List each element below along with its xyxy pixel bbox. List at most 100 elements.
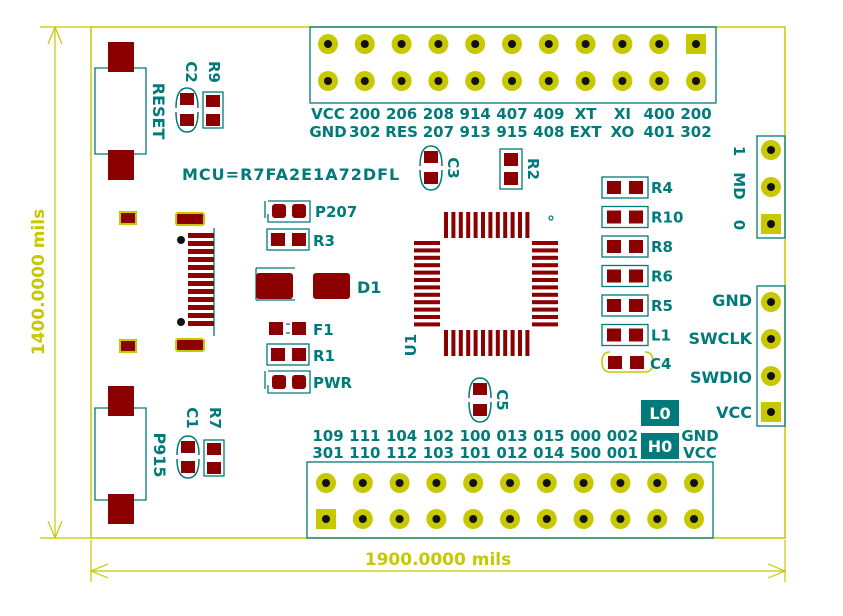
- md-header-pin: [761, 177, 781, 197]
- bottom-header-label: 013: [496, 427, 527, 445]
- p207-led: [264, 200, 311, 223]
- swd-header-pin: [761, 402, 781, 422]
- c3-capacitor: [419, 145, 443, 191]
- top-header-pins: [318, 34, 706, 91]
- u1-pin: [532, 315, 558, 319]
- c3-label: C3: [444, 157, 462, 178]
- bottom-header-label: 002: [607, 427, 638, 445]
- u1-pin: [414, 270, 440, 275]
- header-pin: [391, 34, 412, 54]
- f1-fuse: [269, 322, 306, 335]
- u1-pin: [518, 212, 522, 238]
- top-header-label: RES: [385, 123, 418, 141]
- u1-mcu: [414, 212, 558, 356]
- md-header-pin: [761, 214, 781, 234]
- header-pin: [647, 509, 668, 529]
- swd-header-pin: [761, 366, 781, 386]
- swd-header-pins: [761, 292, 781, 422]
- bottom-header-label: 001: [607, 444, 638, 462]
- header-pin: [463, 509, 484, 529]
- swd-label-vcc: VCC: [716, 403, 752, 422]
- header-pin: [575, 34, 596, 54]
- bottom-header-label: GND: [681, 427, 718, 445]
- md-label-1: 1: [730, 146, 748, 156]
- top-header-label: GND: [309, 123, 346, 141]
- header-pin: [463, 473, 484, 493]
- u1-pin: [525, 330, 530, 356]
- header-pin: [465, 71, 486, 91]
- u1-pin: [532, 285, 558, 290]
- md-label-md: MD: [730, 172, 748, 199]
- top-header-label: XT: [575, 105, 598, 123]
- reset-label: RESET: [149, 83, 168, 140]
- r3-resistor: [266, 228, 310, 251]
- swd-header-pin: [761, 329, 781, 349]
- right-column-label: R8: [651, 238, 673, 256]
- usb-pin: [188, 281, 214, 286]
- usb-pin: [188, 265, 214, 270]
- bottom-header-label: 112: [386, 444, 417, 462]
- bottom-header-label: 102: [423, 427, 454, 445]
- top-header-label: 914: [460, 105, 491, 123]
- top-header-label: 409: [533, 105, 564, 123]
- u1-pin: [503, 212, 508, 238]
- top-header-label: 207: [423, 123, 454, 141]
- header-pin: [686, 34, 706, 54]
- right-column-part: [601, 176, 649, 199]
- u1-pin: [532, 278, 558, 282]
- h0-badge: [641, 433, 679, 459]
- header-pin: [684, 509, 704, 529]
- md-label-0: 0: [730, 220, 748, 230]
- top-header-label: VCC: [311, 105, 345, 123]
- header-pin: [649, 71, 670, 91]
- u1-pin: [510, 330, 515, 356]
- header-pin: [352, 473, 373, 493]
- usb-pin: [188, 289, 214, 294]
- header-pin: [649, 34, 670, 54]
- top-header-label: XO: [611, 123, 635, 141]
- header-pin: [428, 34, 449, 54]
- md-header-outline: [756, 135, 786, 239]
- u1-pin: [414, 278, 440, 282]
- usb-pin: [188, 241, 214, 246]
- bottom-header-label: 101: [460, 444, 491, 462]
- right-column-part: [601, 264, 649, 288]
- d1-diode: [255, 267, 350, 301]
- right-column-label: L1: [651, 327, 671, 345]
- header-pin: [354, 71, 375, 91]
- top-header-label: 407: [496, 105, 527, 123]
- r9-resistor: [202, 91, 224, 129]
- u1-pin: [488, 212, 493, 238]
- c1-capacitor: [176, 435, 200, 479]
- u1-pin: [466, 330, 471, 356]
- u1-pin: [525, 212, 530, 238]
- header-pin: [502, 71, 522, 91]
- header-pin: [428, 71, 449, 91]
- header-pin: [318, 71, 338, 91]
- bottom-header-label: 111: [349, 427, 380, 445]
- header-pin: [538, 34, 559, 54]
- u1-pin: [518, 330, 522, 356]
- header-pin: [573, 473, 594, 493]
- usb-pin: [188, 249, 214, 254]
- usb-pin: [188, 257, 214, 262]
- bottom-header-label: 100: [460, 427, 491, 445]
- bottom-header-label: 110: [349, 444, 380, 462]
- right-column-label: R10: [651, 209, 683, 227]
- c5-capacitor: [468, 377, 492, 423]
- swd-label-swdio: SWDIO: [690, 368, 752, 387]
- r7-resistor: [203, 439, 225, 477]
- height-dimension-label: 1400.0000 mils: [29, 209, 49, 356]
- u1-pin: [532, 241, 558, 245]
- md-header-pins: [761, 140, 781, 234]
- header-pin: [647, 473, 668, 493]
- header-pin: [612, 71, 633, 91]
- top-header-label: 408: [533, 123, 564, 141]
- d1-label: D1: [357, 278, 381, 297]
- top-header-label: 401: [644, 123, 675, 141]
- reset-switch-pad: [108, 150, 134, 180]
- h0-badge-text: H0: [648, 437, 673, 456]
- c4-label: C4: [650, 355, 671, 373]
- header-pin: [610, 509, 631, 529]
- f1-label: F1: [313, 321, 334, 339]
